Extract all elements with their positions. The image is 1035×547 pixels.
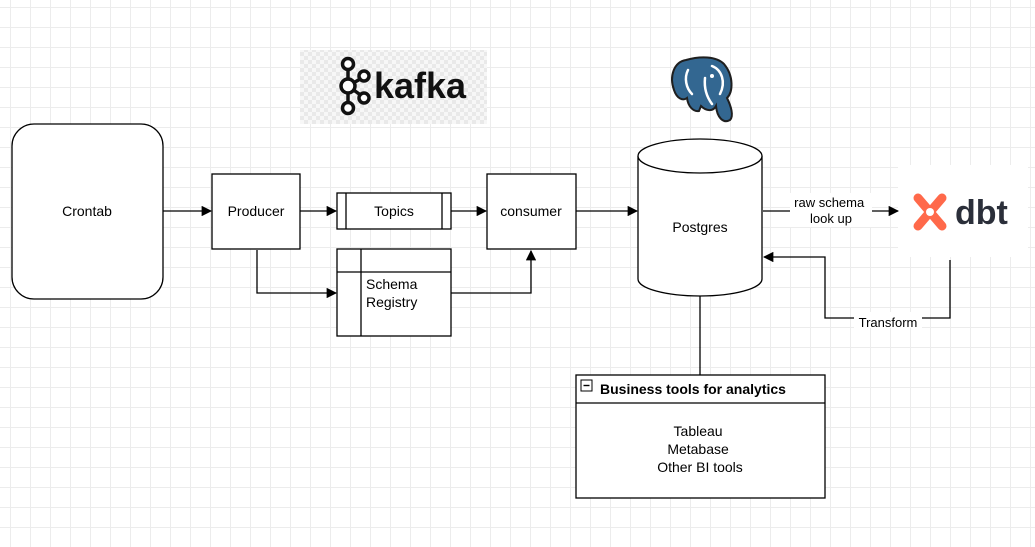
business-tools-title: Business tools for analytics xyxy=(600,381,786,397)
business-tools-container[interactable]: Business tools for analytics Tableau Met… xyxy=(575,374,826,499)
kafka-logo: kafka xyxy=(300,50,487,124)
list-item: Other BI tools xyxy=(657,459,743,475)
business-tools-list: Tableau Metabase Other BI tools xyxy=(657,423,743,475)
crontab-node[interactable]: Crontab xyxy=(11,123,164,300)
edge-label-raw-schema: raw schema look up xyxy=(794,195,868,226)
kafka-icon xyxy=(339,56,371,116)
consumer-label: consumer xyxy=(500,203,562,219)
collapse-icon[interactable] xyxy=(580,379,593,392)
dbt-logo: dbt xyxy=(898,165,1028,257)
kafka-wordmark: kafka xyxy=(374,65,467,106)
topics-label: Topics xyxy=(374,203,414,219)
postgres-node[interactable]: Postgres xyxy=(637,138,763,297)
edge-producer-registry xyxy=(256,250,338,299)
list-item: Metabase xyxy=(667,441,729,457)
dbt-wordmark: dbt xyxy=(955,194,1008,232)
consumer-node[interactable]: consumer xyxy=(486,173,577,250)
edge-dbt-postgres xyxy=(762,251,951,319)
edge-label-transform: Transform xyxy=(859,315,918,330)
crontab-label: Crontab xyxy=(62,203,112,219)
producer-label: Producer xyxy=(228,203,285,219)
postgres-elephant-icon xyxy=(671,56,733,123)
list-item: Tableau xyxy=(674,423,723,439)
producer-node[interactable]: Producer xyxy=(211,173,301,250)
edge-registry-consumer xyxy=(451,249,537,294)
postgres-label: Postgres xyxy=(672,219,727,235)
topics-node[interactable]: Topics xyxy=(336,192,452,230)
schema-registry-node[interactable]: Schema Registry xyxy=(336,248,452,337)
schema-registry-label: Schema Registry xyxy=(366,276,421,310)
